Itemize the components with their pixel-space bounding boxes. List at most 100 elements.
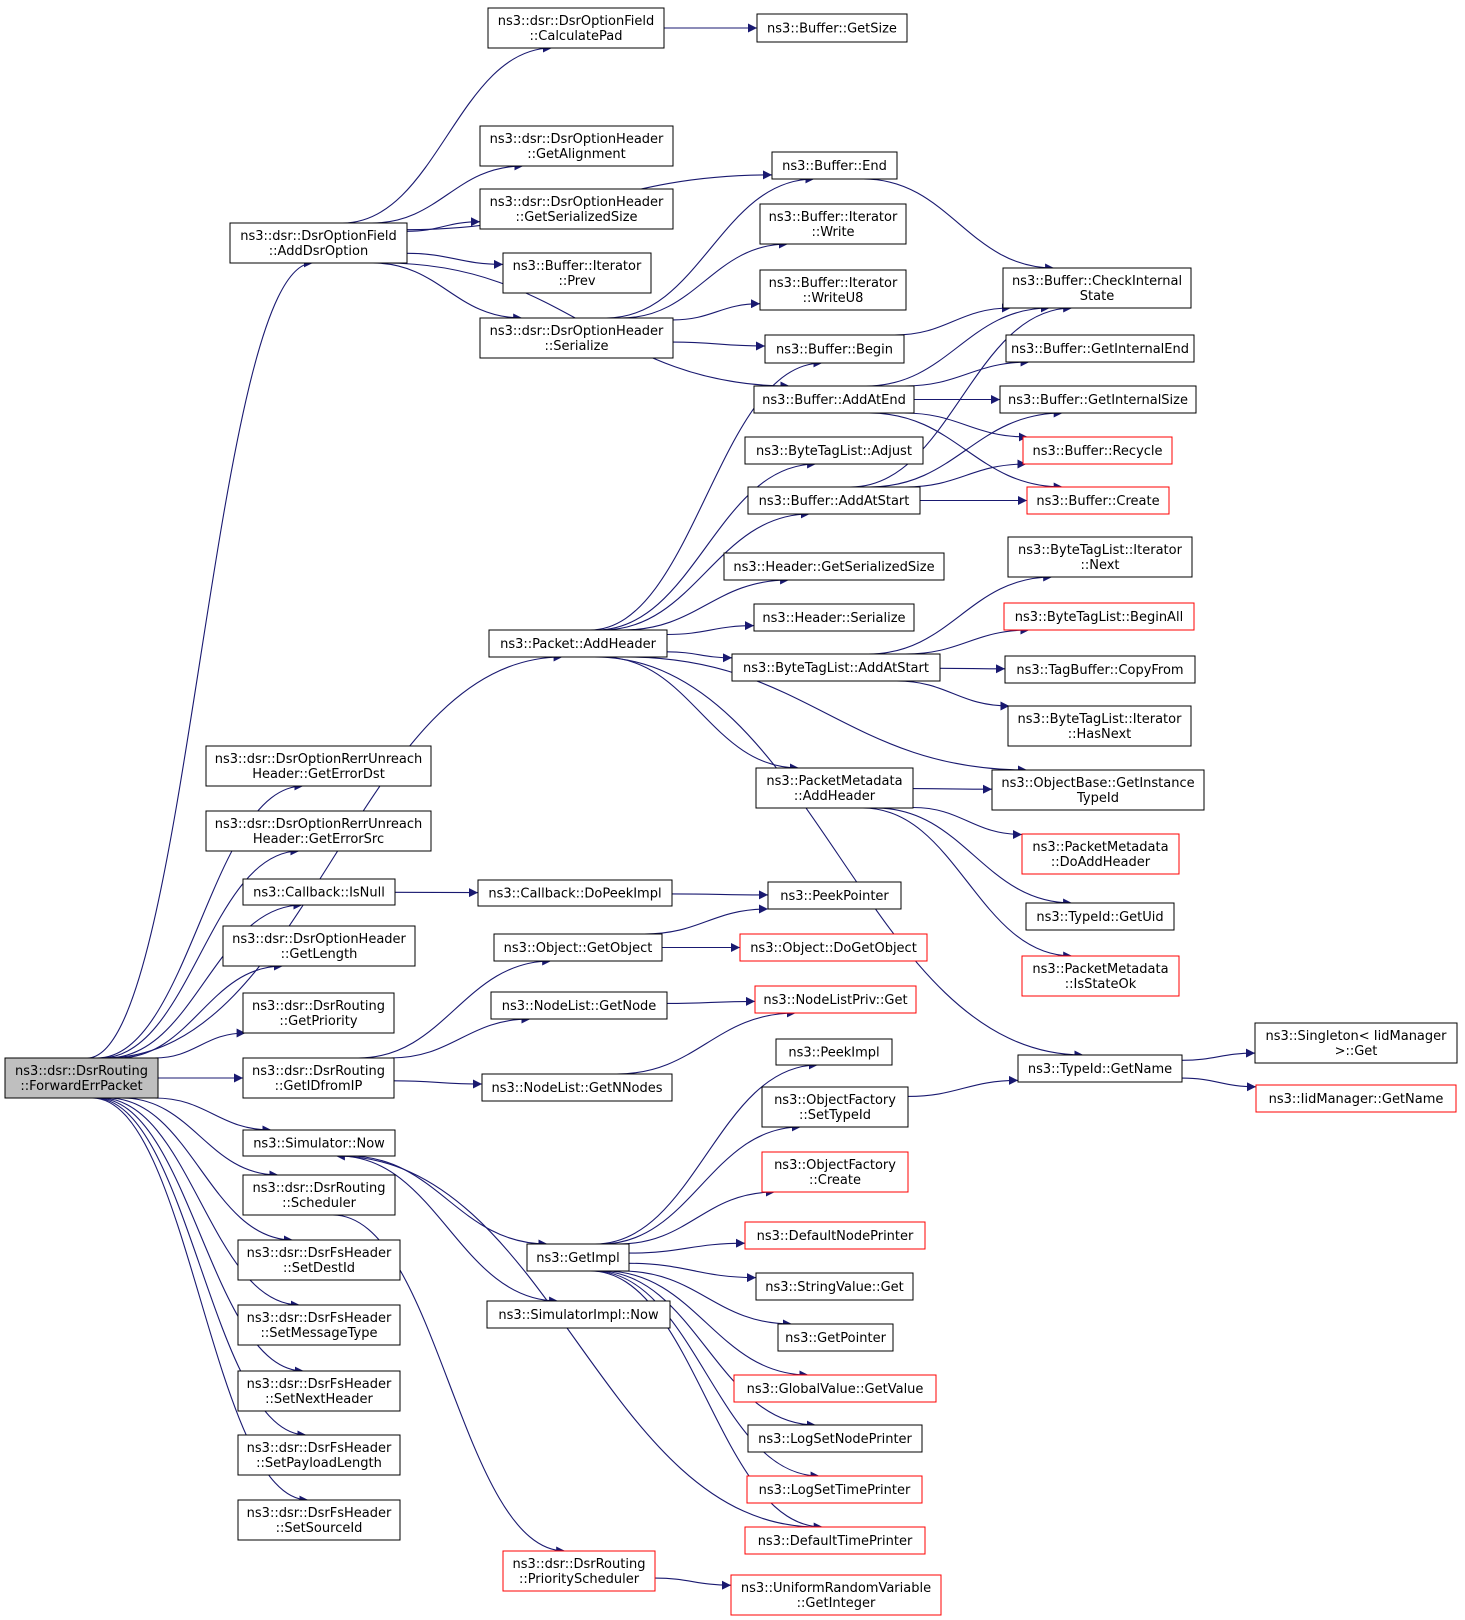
node-ns3-nodelistpriv-get[interactable]: ns3::NodeListPriv::Get (754, 985, 917, 1014)
node-ns3-buffer-recycle[interactable]: ns3::Buffer::Recycle (1022, 436, 1173, 465)
node-ns3-dsr-dsrfsheader-setpayloadlength[interactable]: ns3::dsr::DsrFsHeader::SetPayloadLength (237, 1434, 401, 1476)
node-box (747, 486, 921, 515)
node-ns3-object-getobject[interactable]: ns3::Object::GetObject (493, 933, 663, 962)
node-ns3-dsr-dsrfsheader-setnextheader[interactable]: ns3::dsr::DsrFsHeader::SetNextHeader (237, 1370, 401, 1412)
node-ns3-dsr-dsroptionheader-serialize[interactable]: ns3::dsr::DsrOptionHeader::Serialize (479, 317, 674, 359)
node-ns3-buffer-getsize[interactable]: ns3::Buffer::GetSize (756, 13, 908, 43)
edge-n56-to-n49 (601, 1122, 801, 1245)
node-ns3-buffer-addatstart[interactable]: ns3::Buffer::AddAtStart (747, 486, 921, 515)
node-ns3-logsetnodeprinter[interactable]: ns3::LogSetNodePrinter (747, 1424, 923, 1453)
node-ns3-tagbuffer-copyfrom[interactable]: ns3::TagBuffer::CopyFrom (1004, 655, 1196, 684)
node-ns3-dsr-dsrrouting-getidfromip[interactable]: ns3::dsr::DsrRouting::GetIDfromIP (242, 1057, 395, 1099)
node-ns3-peekimpl[interactable]: ns3::PeekImpl (775, 1038, 893, 1066)
edge-n25-to-n23 (905, 625, 1030, 655)
node-label-line: ::GetLength (281, 947, 358, 962)
edge-n24-to-n29 (601, 656, 800, 773)
edge-n42-to-n43 (666, 996, 756, 1006)
node-ns3-bytetaglist-adjust[interactable]: ns3::ByteTagList::Adjust (744, 436, 924, 465)
node-ns3-peekpointer[interactable]: ns3::PeekPointer (767, 881, 902, 910)
node-ns3-objectfactory-settypeid[interactable]: ns3::ObjectFactory::SetTypeId (761, 1086, 909, 1128)
node-ns3-simulator-now[interactable]: ns3::Simulator::Now (242, 1129, 396, 1157)
node-ns3-header-serialize[interactable]: ns3::Header::Serialize (753, 603, 915, 632)
node-box (754, 985, 917, 1014)
node-ns3-stringvalue-get[interactable]: ns3::StringValue::Get (755, 1272, 914, 1301)
node-label-line: ns3::TagBuffer::CopyFrom (1016, 663, 1183, 678)
node-ns3-dsr-dsrrouting-forwarderrpacket[interactable]: ns3::dsr::DsrRouting::ForwardErrPacket (4, 1057, 159, 1099)
node-ns3-singleton-iidmanager-get[interactable]: ns3::Singleton< IidManager >::Get (1254, 1022, 1458, 1064)
node-ns3-dsr-dsroptionfield-calculatepad[interactable]: ns3::dsr::DsrOptionField::CalculatePad (487, 7, 665, 49)
edge-n24-to-n30 (625, 656, 1028, 775)
node-ns3-dsr-dsroptionrerrunreachheader-geterrorsrc[interactable]: ns3::dsr::DsrOptionRerrUnreachHeader::Ge… (205, 810, 432, 852)
node-ns3-packetmetadata-isstateok[interactable]: ns3::PacketMetadata::IsStateOk (1021, 955, 1180, 997)
node-ns3-header-getserializedsize[interactable]: ns3::Header::GetSerializedSize (723, 552, 945, 581)
node-ns3-getpointer[interactable]: ns3::GetPointer (777, 1323, 894, 1352)
node-ns3-iidmanager-getname[interactable]: ns3::IidManager::GetName (1255, 1084, 1457, 1113)
node-ns3-buffer-getinternalend[interactable]: ns3::Buffer::GetInternalEnd (1005, 334, 1195, 363)
node-ns3-dsr-dsrrouting-priorityscheduler[interactable]: ns3::dsr::DsrRouting::PriorityScheduler (502, 1550, 656, 1592)
node-ns3-dsr-dsroptionheader-getserializedsize[interactable]: ns3::dsr::DsrOptionHeader::GetSerialized… (479, 188, 674, 230)
node-ns3-dsr-dsroptionheader-getlength[interactable]: ns3::dsr::DsrOptionHeader::GetLength (222, 925, 416, 967)
node-ns3-uniformrandomvariable-getinteger[interactable]: ns3::UniformRandomVariable::GetInteger (730, 1574, 942, 1616)
node-label-line: ns3::dsr::DsrRouting (253, 1181, 386, 1196)
node-ns3-buffer-iterator-writeu8[interactable]: ns3::Buffer::Iterator::WriteU8 (759, 269, 907, 311)
node-ns3-object-dogetobject[interactable]: ns3::Object::DoGetObject (739, 933, 928, 962)
node-label-line: ::PriorityScheduler (519, 1572, 640, 1587)
node-ns3-bytetaglist-addatstart[interactable]: ns3::ByteTagList::AddAtStart (731, 653, 941, 682)
edge-n29-to-n30 (912, 784, 993, 794)
node-box (731, 653, 941, 682)
node-ns3-defaulttimeprinter[interactable]: ns3::DefaultTimePrinter (744, 1526, 926, 1555)
node-ns3-buffer-end[interactable]: ns3::Buffer::End (771, 151, 898, 180)
node-ns3-dsr-dsrfsheader-setdestid[interactable]: ns3::dsr::DsrFsHeader::SetDestId (237, 1239, 401, 1281)
node-ns3-dsr-dsrrouting-getpriority[interactable]: ns3::dsr::DsrRouting::GetPriority (242, 992, 395, 1034)
node-ns3-dsr-dsrrouting-scheduler[interactable]: ns3::dsr::DsrRouting::Scheduler (242, 1174, 396, 1216)
node-ns3-callback-isnull[interactable]: ns3::Callback::IsNull (242, 878, 396, 906)
edge-n0-to-n62 (96, 1097, 304, 1376)
node-ns3-buffer-iterator-prev[interactable]: ns3::Buffer::Iterator::Prev (502, 252, 652, 294)
node-ns3-buffer-iterator-write[interactable]: ns3::Buffer::Iterator::Write (759, 203, 907, 245)
node-ns3-packet-addheader[interactable]: ns3::Packet::AddHeader (488, 629, 668, 658)
node-ns3-dsr-dsroptionrerrunreachheader-geterrordst[interactable]: ns3::dsr::DsrOptionRerrUnreachHeader::Ge… (205, 745, 432, 787)
node-label-line: ns3::dsr::DsrOptionHeader (232, 932, 406, 947)
node-ns3-bytetaglist-iterator-next[interactable]: ns3::ByteTagList::Iterator::Next (1007, 536, 1193, 578)
node-ns3-buffer-create[interactable]: ns3::Buffer::Create (1026, 486, 1170, 515)
node-ns3-bytetaglist-iterator-hasnext[interactable]: ns3::ByteTagList::Iterator::HasNext (1007, 705, 1192, 747)
node-ns3-logsettimeprinter[interactable]: ns3::LogSetTimePrinter (746, 1475, 923, 1504)
node-ns3-dsr-dsrfsheader-setsourceid[interactable]: ns3::dsr::DsrFsHeader::SetSourceId (237, 1499, 401, 1541)
edge-n0-to-n31 (100, 846, 300, 1059)
node-box (486, 1300, 671, 1329)
node-ns3-simulatorimpl-now[interactable]: ns3::SimulatorImpl::Now (486, 1300, 671, 1329)
node-label-line: ::Scheduler (282, 1196, 356, 1211)
node-ns3-buffer-getinternalsize[interactable]: ns3::Buffer::GetInternalSize (999, 385, 1197, 414)
edge-n1-to-n2 (342, 43, 553, 224)
node-ns3-globalvalue-getvalue[interactable]: ns3::GlobalValue::GetValue (733, 1374, 937, 1403)
node-ns3-bytetaglist-beginall[interactable]: ns3::ByteTagList::BeginAll (1003, 602, 1195, 631)
node-box (502, 1550, 656, 1592)
edge-n14-to-n11 (865, 303, 1050, 387)
node-ns3-typeid-getname[interactable]: ns3::TypeId::GetName (1017, 1054, 1183, 1083)
node-ns3-buffer-begin[interactable]: ns3::Buffer::Begin (764, 334, 905, 364)
node-ns3-buffer-addatend[interactable]: ns3::Buffer::AddAtEnd (753, 385, 915, 414)
node-ns3-defaultnodeprinter[interactable]: ns3::DefaultNodePrinter (744, 1221, 926, 1250)
node-box (242, 1174, 396, 1216)
node-ns3-packetmetadata-doaddheader[interactable]: ns3::PacketMetadata::DoAddHeader (1021, 833, 1180, 875)
edge-n0-to-n33 (106, 900, 303, 1059)
node-ns3-nodelist-getnnodes[interactable]: ns3::NodeList::GetNNodes (481, 1073, 673, 1102)
edge-n47-to-n43 (616, 1008, 796, 1075)
node-ns3-callback-dopeekimpl[interactable]: ns3::Callback::DoPeekImpl (477, 879, 673, 907)
node-label-line: ns3::Packet::AddHeader (500, 637, 656, 652)
node-box (744, 1221, 926, 1250)
node-ns3-getimpl[interactable]: ns3::GetImpl (526, 1243, 630, 1272)
node-ns3-objectfactory-create[interactable]: ns3::ObjectFactory::Create (761, 1151, 909, 1193)
node-label-line: ::WriteU8 (803, 291, 864, 306)
node-ns3-dsr-dsroptionheader-getalignment[interactable]: ns3::dsr::DsrOptionHeader::GetAlignment (479, 125, 674, 167)
node-ns3-packetmetadata-addheader[interactable]: ns3::PacketMetadata::AddHeader (755, 767, 914, 809)
node-label-line: ns3::LogSetTimePrinter (759, 1483, 911, 1498)
node-ns3-nodelist-getnode[interactable]: ns3::NodeList::GetNode (490, 991, 668, 1020)
node-ns3-typeid-getuid[interactable]: ns3::TypeId::GetUid (1025, 902, 1175, 931)
node-label-line: ns3::dsr::DsrRouting (513, 1557, 646, 1572)
node-ns3-dsr-dsroptionfield-adddsroption[interactable]: ns3::dsr::DsrOptionField::AddDsrOption (229, 222, 408, 264)
node-ns3-dsr-dsrfsheader-setmessagetype[interactable]: ns3::dsr::DsrFsHeader::SetMessageType (237, 1304, 401, 1346)
